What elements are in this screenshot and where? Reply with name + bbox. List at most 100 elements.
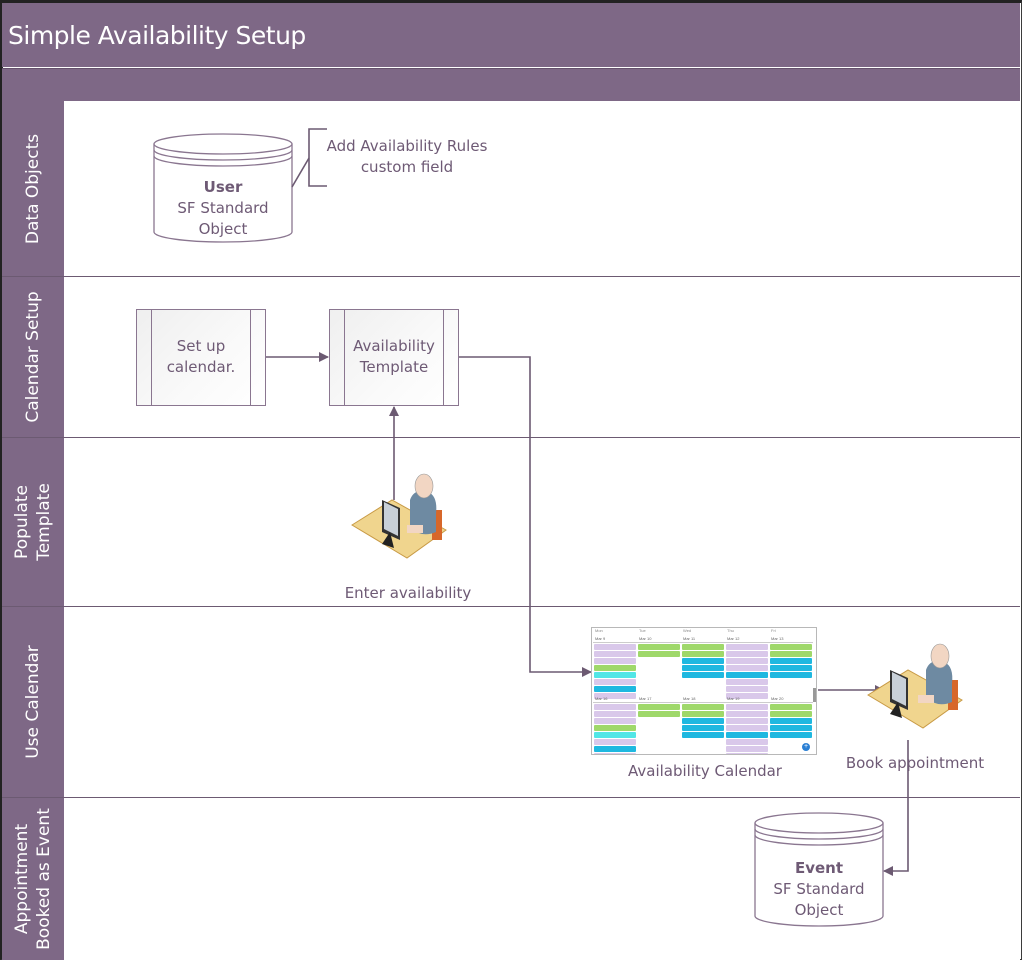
lane-header: Data Objects — [2, 101, 64, 276]
header-band — [2, 68, 1020, 101]
calendar-date: Mar 19 — [725, 696, 769, 703]
calendar-event — [682, 732, 724, 738]
arrow-book-to-event — [883, 740, 909, 876]
availability-template-process[interactable]: Availability Template — [329, 309, 459, 406]
calendar-event — [594, 718, 636, 724]
calendar-event — [638, 651, 680, 657]
arrow-template-to-calendar — [458, 356, 592, 677]
calendar-event — [638, 704, 680, 710]
calendar-event — [638, 711, 680, 717]
calendar-event — [770, 704, 812, 710]
calendar-add-button[interactable]: + — [802, 743, 810, 751]
calendar-event — [726, 693, 768, 699]
annotation-text: Add Availability Rules custom field — [326, 137, 488, 176]
calendar-event — [594, 651, 636, 657]
setup-calendar-process[interactable]: Set up calendar. — [136, 309, 266, 406]
calendar-day-header: Tue — [639, 628, 646, 633]
title-bar: Simple Availability Setup — [2, 3, 1020, 67]
calendar-event — [726, 686, 768, 692]
calendar-event — [726, 679, 768, 685]
lane-header: Calendar Setup — [2, 277, 64, 437]
calendar-event — [594, 679, 636, 685]
calendar-event — [726, 704, 768, 710]
calendar-event — [594, 704, 636, 710]
calendar-event — [770, 732, 812, 738]
calendar-event — [770, 651, 812, 657]
availability-calendar-label: Availability Calendar — [628, 762, 782, 780]
calendar-event — [726, 718, 768, 724]
calendar-date: Mar 17 — [637, 696, 681, 703]
book-appointment-label: Book appointment — [845, 754, 985, 772]
calendar-scrollbar[interactable] — [813, 688, 816, 702]
calendar-event — [726, 746, 768, 752]
calendar-event — [594, 672, 636, 678]
calendar-date: Mar 12 — [725, 636, 769, 643]
user-database-icon — [153, 133, 293, 243]
calendar-event — [682, 725, 724, 731]
calendar-event — [726, 651, 768, 657]
calendar-date: Mar 20 — [769, 696, 813, 703]
calendar-event — [726, 672, 768, 678]
calendar-date: Mar 10 — [637, 636, 681, 643]
calendar-event — [682, 718, 724, 724]
calendar-event — [594, 665, 636, 671]
calendar-event — [682, 651, 724, 657]
calendar-event — [726, 739, 768, 745]
calendar-event — [726, 644, 768, 650]
calendar-event — [594, 739, 636, 745]
calendar-day-header: Fri — [771, 628, 776, 633]
calendar-event — [682, 644, 724, 650]
calendar-event — [726, 725, 768, 731]
calendar-event — [594, 753, 636, 754]
calendar-date: Mar 9 — [593, 636, 637, 643]
calendar-event — [594, 686, 636, 692]
calendar-event — [638, 644, 680, 650]
event-database-icon — [754, 812, 884, 927]
diagram-title: Simple Availability Setup — [8, 21, 306, 50]
calendar-event — [594, 746, 636, 752]
calendar-event — [682, 704, 724, 710]
person-at-computer-icon — [867, 643, 963, 729]
user-object-label: User SF Standard Object — [177, 178, 269, 238]
calendar-event — [682, 658, 724, 664]
calendar-event — [726, 711, 768, 717]
lane-populate-template: Populate Template — [2, 438, 1020, 607]
calendar-event — [682, 672, 724, 678]
calendar-day-header: Wed — [683, 628, 692, 633]
calendar-event — [594, 644, 636, 650]
calendar-event — [726, 658, 768, 664]
calendar-event — [726, 732, 768, 738]
calendar-event — [770, 725, 812, 731]
calendar-event — [682, 711, 724, 717]
calendar-event — [726, 665, 768, 671]
enter-availability-label: Enter availability — [344, 584, 472, 602]
person-at-computer-icon — [351, 473, 447, 559]
calendar-event — [726, 753, 768, 754]
event-object-label: Event SF Standard Object — [773, 859, 865, 919]
calendar-event — [770, 711, 812, 717]
calendar-event — [770, 665, 812, 671]
lane-header: Appointment Booked as Event — [2, 798, 64, 960]
calendar-event — [594, 725, 636, 731]
calendar-event — [770, 718, 812, 724]
calendar-date: Mar 13 — [769, 636, 813, 643]
calendar-day-header: Thu — [727, 628, 734, 633]
calendar-day-header: Mon — [595, 628, 603, 633]
calendar-event — [682, 665, 724, 671]
annotation-bracket — [291, 128, 327, 188]
calendar-date: Mar 16 — [593, 696, 637, 703]
calendar-date: Mar 11 — [681, 636, 725, 643]
calendar-event — [770, 672, 812, 678]
calendar-event — [594, 711, 636, 717]
lane-use-calendar: Use Calendar — [2, 607, 1020, 798]
calendar-date: Mar 18 — [681, 696, 725, 703]
calendar-event — [594, 693, 636, 699]
lane-header: Use Calendar — [2, 607, 64, 797]
